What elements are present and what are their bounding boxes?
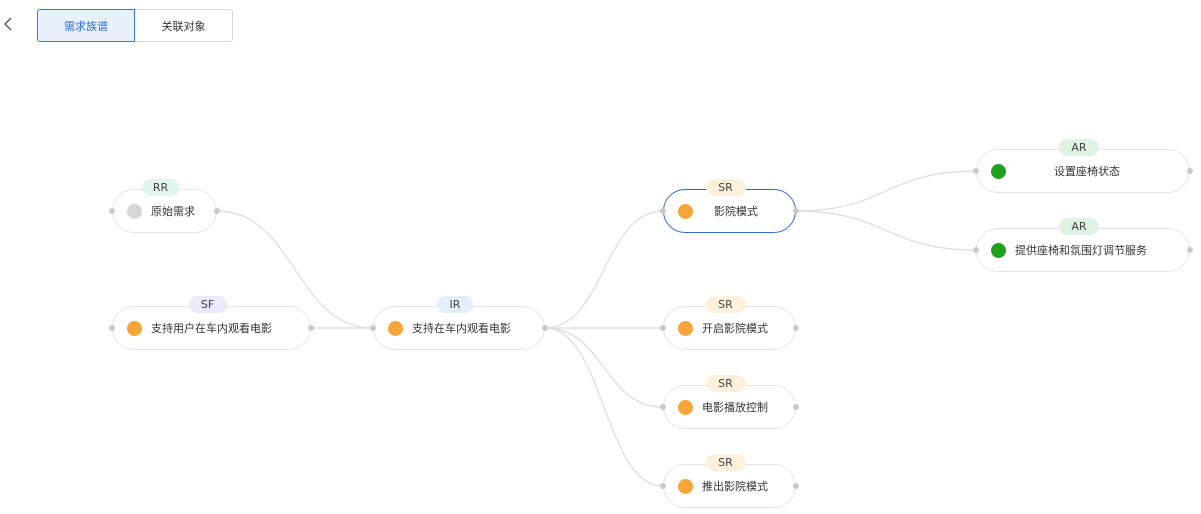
status-dot xyxy=(678,400,693,415)
connection-port-left[interactable] xyxy=(370,325,376,331)
connection-port-right[interactable] xyxy=(793,325,799,331)
connection-port-left[interactable] xyxy=(109,208,115,214)
graph-edge xyxy=(544,210,664,329)
tab-related-objects[interactable]: 关联对象 xyxy=(135,9,233,42)
connection-port-left[interactable] xyxy=(973,168,979,174)
view-tabs: 需求族谱 关联对象 xyxy=(37,9,233,42)
node-type-badge: SF xyxy=(188,296,227,313)
connection-port-left[interactable] xyxy=(660,208,666,214)
connection-port-right[interactable] xyxy=(793,208,799,214)
connection-port-right[interactable] xyxy=(542,325,548,331)
graph-node-ar[interactable]: 设置座椅状态 xyxy=(976,149,1190,193)
chevron-left-icon[interactable] xyxy=(2,14,16,34)
connection-port-left[interactable] xyxy=(660,483,666,489)
connection-port-right[interactable] xyxy=(793,404,799,410)
status-dot xyxy=(678,321,693,336)
graph-node-sr[interactable]: 电影播放控制 xyxy=(663,385,796,429)
node-label: 提供座椅和氛围灯调节服务 xyxy=(1015,244,1147,257)
node-label: 原始需求 xyxy=(151,205,195,218)
node-label: 推出影院模式 xyxy=(702,480,768,493)
node-type-badge: RR xyxy=(141,179,180,196)
status-dot xyxy=(991,243,1006,258)
node-type-badge: AR xyxy=(1059,139,1099,156)
connection-port-left[interactable] xyxy=(109,325,115,331)
status-dot xyxy=(127,204,142,219)
node-label: 设置座椅状态 xyxy=(1054,165,1120,178)
node-type-badge: SR xyxy=(705,296,746,313)
graph-edge xyxy=(544,327,664,408)
graph-node-sf[interactable]: 支持用户在车内观看电影 xyxy=(112,306,311,350)
node-label: 支持在车内观看电影 xyxy=(412,322,511,335)
node-type-badge: SR xyxy=(705,454,746,471)
node-type-badge: SR xyxy=(705,375,746,392)
node-type-badge: IR xyxy=(437,296,473,313)
status-dot xyxy=(388,321,403,336)
connection-port-right[interactable] xyxy=(214,208,220,214)
graph-node-rr[interactable]: 原始需求 xyxy=(112,189,217,233)
connection-port-left[interactable] xyxy=(660,404,666,410)
node-type-badge: SR xyxy=(705,179,746,196)
node-label: 开启影院模式 xyxy=(702,322,768,335)
graph-node-sr[interactable]: 影院模式 xyxy=(663,189,796,233)
graph-node-sr[interactable]: 推出影院模式 xyxy=(663,464,796,508)
connection-port-right[interactable] xyxy=(1187,168,1193,174)
connection-port-right[interactable] xyxy=(793,483,799,489)
node-type-badge: AR xyxy=(1059,218,1099,235)
tab-requirement-lineage[interactable]: 需求族谱 xyxy=(37,9,135,42)
graph-edge xyxy=(795,210,977,251)
connection-port-right[interactable] xyxy=(1187,247,1193,253)
connection-port-left[interactable] xyxy=(660,325,666,331)
node-label: 电影播放控制 xyxy=(702,401,768,414)
node-label: 支持用户在车内观看电影 xyxy=(151,322,272,335)
graph-edge xyxy=(216,210,374,329)
graph-edge xyxy=(795,170,977,212)
node-label: 影院模式 xyxy=(714,205,758,218)
status-dot xyxy=(127,321,142,336)
status-dot xyxy=(991,164,1006,179)
status-dot xyxy=(678,479,693,494)
connection-port-left[interactable] xyxy=(973,247,979,253)
connection-port-right[interactable] xyxy=(308,325,314,331)
graph-edge xyxy=(544,327,664,487)
status-dot xyxy=(678,204,693,219)
graph-node-ir[interactable]: 支持在车内观看电影 xyxy=(373,306,545,350)
